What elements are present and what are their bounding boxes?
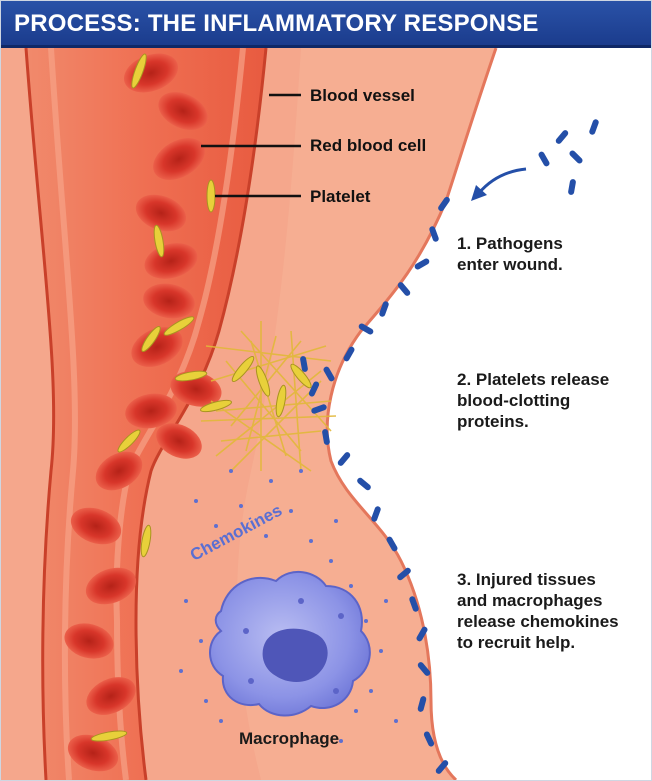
title-banner: PROCESS: THE INFLAMMATORY RESPONSE xyxy=(1,1,651,48)
step-1: 1. Pathogens enter wound. xyxy=(457,233,563,275)
step-1-line-2: enter wound. xyxy=(457,254,563,275)
step-3-line-1: 3. Injured tissues xyxy=(457,569,619,590)
label-blood-vessel: Blood vessel xyxy=(310,86,415,106)
step-2-line-2: blood-clotting xyxy=(457,390,609,411)
diagram-title: PROCESS: THE INFLAMMATORY RESPONSE xyxy=(14,10,539,38)
step-3: 3. Injured tissues and macrophages relea… xyxy=(457,569,619,653)
label-macrophage: Macrophage xyxy=(239,729,339,749)
label-platelet: Platelet xyxy=(310,187,370,207)
step-2-line-3: proteins. xyxy=(457,411,609,432)
step-2-line-1: 2. Platelets release xyxy=(457,369,609,390)
step-3-line-2: and macrophages xyxy=(457,590,619,611)
step-3-line-4: to recruit help. xyxy=(457,632,619,653)
step-1-line-1: 1. Pathogens xyxy=(457,233,563,254)
step-3-line-3: release chemokines xyxy=(457,611,619,632)
macrophage-cell xyxy=(210,572,370,716)
label-red-blood-cell: Red blood cell xyxy=(310,136,426,156)
step-2: 2. Platelets release blood-clotting prot… xyxy=(457,369,609,432)
